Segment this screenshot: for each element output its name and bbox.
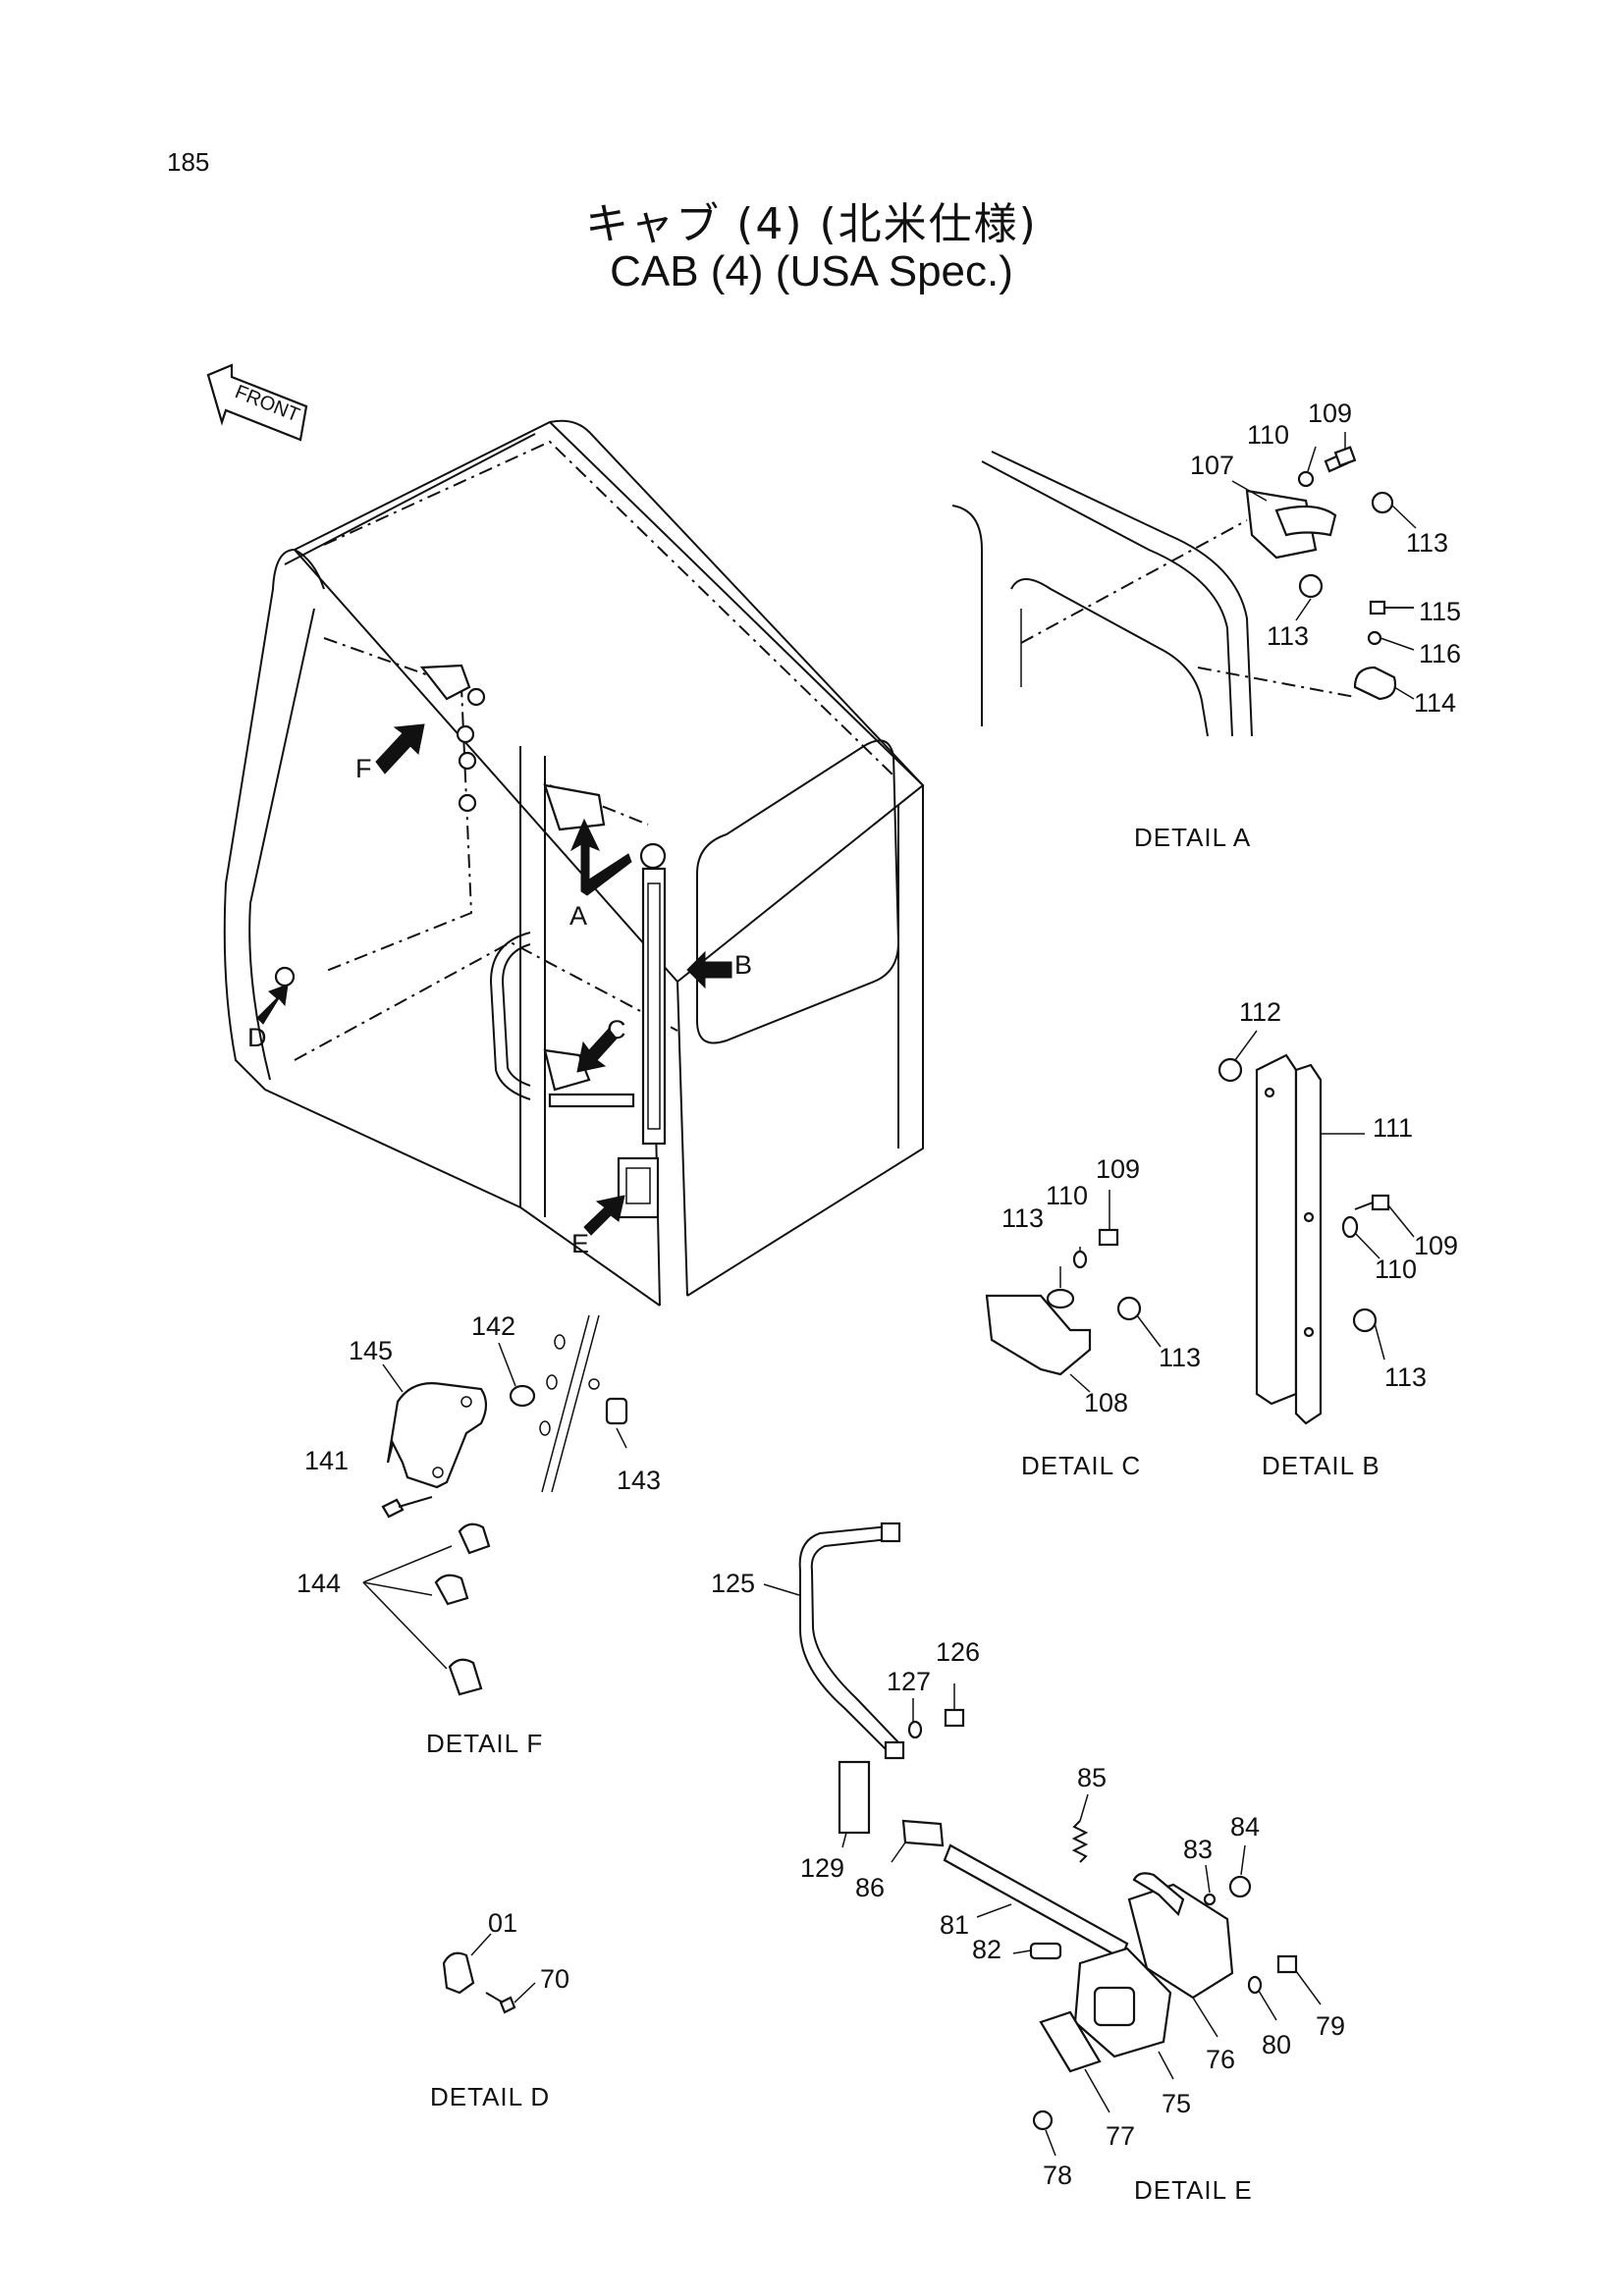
part-115: 115 xyxy=(1419,597,1461,626)
detail-a: 107 110 109 113 113 115 116 114 DETAIL A xyxy=(951,399,1461,852)
part-83: 83 xyxy=(1183,1835,1213,1864)
part-76: 76 xyxy=(1206,2045,1235,2074)
detail-a-label: DETAIL A xyxy=(1134,823,1251,852)
part-79: 79 xyxy=(1316,2011,1345,2041)
part-142: 142 xyxy=(471,1311,515,1341)
detail-c: 113 110 109 113 108 DETAIL C xyxy=(985,1154,1201,1480)
part-113-a1: 113 xyxy=(1406,528,1448,558)
callout-c: C xyxy=(607,1015,626,1044)
part-127: 127 xyxy=(887,1667,931,1696)
part-110-c: 110 xyxy=(1046,1181,1088,1210)
part-113-c1: 113 xyxy=(1001,1203,1044,1233)
part-114: 114 xyxy=(1414,688,1456,718)
part-125: 125 xyxy=(711,1569,755,1598)
title-japanese: キャブ (4) (北米仕様) xyxy=(585,199,1038,249)
title-english: CAB (4) (USA Spec.) xyxy=(610,247,1013,295)
part-109-a: 109 xyxy=(1308,399,1352,428)
part-111: 111 xyxy=(1373,1113,1413,1143)
callout-a: A xyxy=(569,901,587,931)
part-107: 107 xyxy=(1190,451,1234,480)
callout-f: F xyxy=(355,754,372,783)
part-108: 108 xyxy=(1084,1388,1128,1417)
detail-d: 01 70 DETAIL D xyxy=(430,1908,569,2111)
detail-e: 125 127 126 129 86 85 83 84 81 82 79 80 … xyxy=(711,1522,1345,2205)
page-number: 185 xyxy=(167,147,210,177)
callout-arrows: F A B C D E xyxy=(247,723,752,1258)
part-77: 77 xyxy=(1106,2121,1135,2151)
part-141: 141 xyxy=(304,1446,349,1475)
detail-d-label: DETAIL D xyxy=(430,2082,550,2111)
part-113-c2: 113 xyxy=(1159,1343,1201,1372)
part-70: 70 xyxy=(540,1964,569,1994)
part-129: 129 xyxy=(800,1853,844,1883)
part-113-b: 113 xyxy=(1384,1362,1427,1392)
part-116: 116 xyxy=(1419,639,1461,668)
part-109-b: 109 xyxy=(1414,1231,1458,1260)
part-85: 85 xyxy=(1077,1763,1107,1792)
callout-e: E xyxy=(571,1229,589,1258)
part-01: 01 xyxy=(488,1908,517,1938)
cab-main-drawing xyxy=(223,419,925,1307)
detail-f-label: DETAIL F xyxy=(426,1729,543,1758)
callout-b: B xyxy=(734,950,752,980)
part-75: 75 xyxy=(1162,2089,1191,2118)
detail-f: 145 142 141 143 144 DETAIL F xyxy=(297,1311,661,1758)
part-143: 143 xyxy=(617,1466,661,1495)
detail-e-label: DETAIL E xyxy=(1134,2175,1253,2205)
detail-b-label: DETAIL B xyxy=(1262,1451,1380,1480)
part-80: 80 xyxy=(1262,2030,1291,2059)
detail-b: 112 111 109 110 113 DETAIL B xyxy=(1217,997,1458,1480)
part-144: 144 xyxy=(297,1569,341,1598)
callout-d: D xyxy=(247,1023,267,1052)
detail-c-label: DETAIL C xyxy=(1021,1451,1141,1480)
part-145: 145 xyxy=(349,1336,393,1365)
part-82: 82 xyxy=(972,1935,1001,1964)
part-110-a: 110 xyxy=(1247,420,1289,450)
part-78: 78 xyxy=(1043,2161,1072,2190)
part-110-b: 110 xyxy=(1375,1255,1417,1284)
front-arrow-icon: FRONT xyxy=(206,363,308,442)
part-113-a2: 113 xyxy=(1267,621,1309,651)
part-126: 126 xyxy=(936,1637,980,1667)
part-109-c: 109 xyxy=(1096,1154,1140,1184)
part-112: 112 xyxy=(1239,997,1281,1027)
part-86: 86 xyxy=(855,1873,885,1902)
part-84: 84 xyxy=(1230,1812,1260,1842)
part-81: 81 xyxy=(940,1910,969,1940)
